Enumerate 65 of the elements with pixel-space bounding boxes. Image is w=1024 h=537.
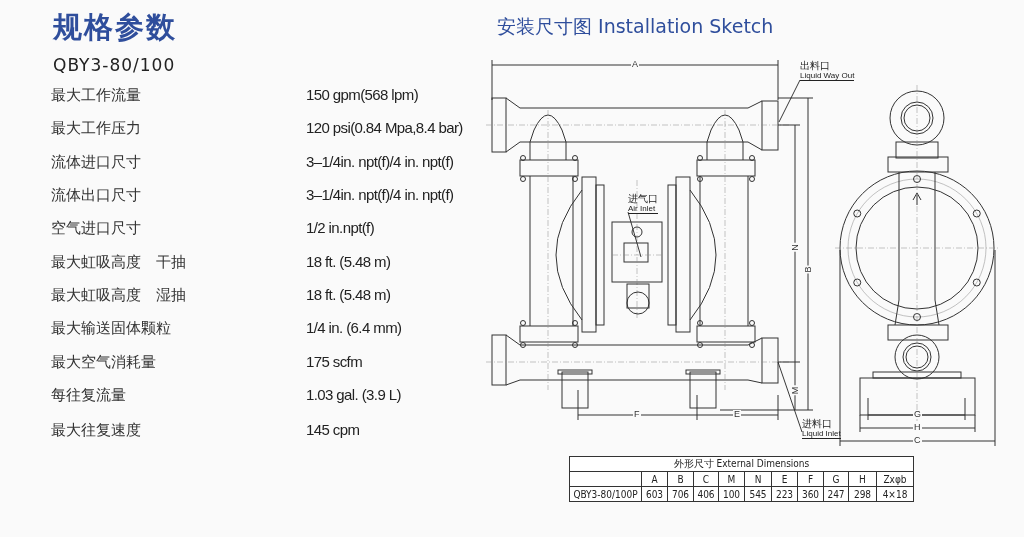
- spec-label: 最大工作流量: [51, 86, 141, 105]
- spec-label: 最大空气消耗量: [51, 353, 156, 372]
- spec-label: 流体出口尺寸: [51, 186, 141, 205]
- header-cell: E: [771, 471, 798, 487]
- leader-line: [627, 211, 642, 258]
- header-cell: H: [848, 471, 877, 487]
- table-cell: 603: [641, 486, 668, 502]
- header-cell: Zxφb: [876, 471, 914, 487]
- header-cell: N: [744, 471, 772, 487]
- spec-value: 18 ft. (5.48 m): [306, 253, 391, 270]
- table-cell: QBY3-80/100P: [569, 486, 642, 502]
- spec-value: 150 gpm(568 lpm): [306, 86, 419, 103]
- table-title: 外形尺寸 External Dimensions: [569, 456, 914, 472]
- callout-label: 出料口: [800, 60, 831, 71]
- table-cell: 4×18: [876, 486, 914, 502]
- spec-value: 1.03 gal. (3.9 L): [306, 386, 401, 403]
- spec-value: 18 ft. (5.48 m): [306, 286, 391, 303]
- spec-label: 空气进口尺寸: [51, 219, 141, 238]
- dimension-label: C: [913, 436, 922, 445]
- spec-value: 1/4 in. (6.4 mm): [306, 319, 402, 336]
- dimension-label: A: [631, 60, 639, 69]
- spec-value: 145 cpm: [306, 421, 360, 438]
- header-cell: C: [693, 471, 719, 487]
- table-cell: 545: [744, 486, 772, 502]
- dimension-label: F: [633, 410, 641, 419]
- dimension-label: B: [803, 265, 813, 274]
- spec-label: 流体进口尺寸: [51, 153, 141, 172]
- table-cell: 406: [693, 486, 719, 502]
- callout-label: 进料口: [802, 418, 833, 429]
- table-cell: 706: [667, 486, 694, 502]
- table-cell: 223: [771, 486, 798, 502]
- table-cell: 360: [797, 486, 824, 502]
- dimension-label: N: [790, 243, 800, 252]
- spec-label: 最大往复速度: [51, 421, 141, 440]
- model-name: QBY3-80/100: [53, 55, 176, 75]
- header-cell: M: [718, 471, 745, 487]
- callout-label: 进气口: [628, 193, 658, 204]
- spec-value: 120 psi(0.84 Mpa,8.4 bar): [306, 119, 463, 136]
- table-cell: 100: [718, 486, 745, 502]
- table-cell: 247: [823, 486, 849, 502]
- callout-text: Liquid Inlet: [802, 429, 841, 438]
- dimension-label: G: [913, 410, 922, 419]
- heading: 规格参数: [53, 9, 177, 46]
- leader-line: [778, 79, 801, 123]
- dimension-label: H: [913, 423, 922, 432]
- header-cell: A: [641, 471, 668, 487]
- heading: 安装尺寸图 Installation Sketch: [497, 14, 774, 39]
- callout-text: Air Inlet: [628, 204, 657, 213]
- dimension-label: M: [791, 385, 801, 396]
- spec-value: 1/2 in.npt(f): [306, 219, 375, 236]
- spec-label: 最大输送固体颗粒: [51, 319, 171, 338]
- leader-line: [777, 361, 803, 433]
- dimension-label: E: [733, 410, 741, 419]
- spec-label: 每往复流量: [51, 386, 126, 405]
- spec-label: 最大工作压力: [51, 119, 141, 138]
- spec-value: 3–1/4in. npt(f)/4 in. npt(f): [306, 186, 454, 203]
- callout-text: Liquid Way Out: [800, 71, 855, 80]
- spec-label: 最大虹吸高度 干抽: [51, 253, 186, 272]
- spec-value: 3–1/4in. npt(f)/4 in. npt(f): [306, 153, 454, 170]
- header-cell: F: [797, 471, 824, 487]
- table-cell: 298: [848, 486, 877, 502]
- spec-value: 175 scfm: [306, 353, 363, 370]
- spec-label: 最大虹吸高度 湿抽: [51, 286, 186, 305]
- header-cell: B: [667, 471, 694, 487]
- header-cell: G: [823, 471, 849, 487]
